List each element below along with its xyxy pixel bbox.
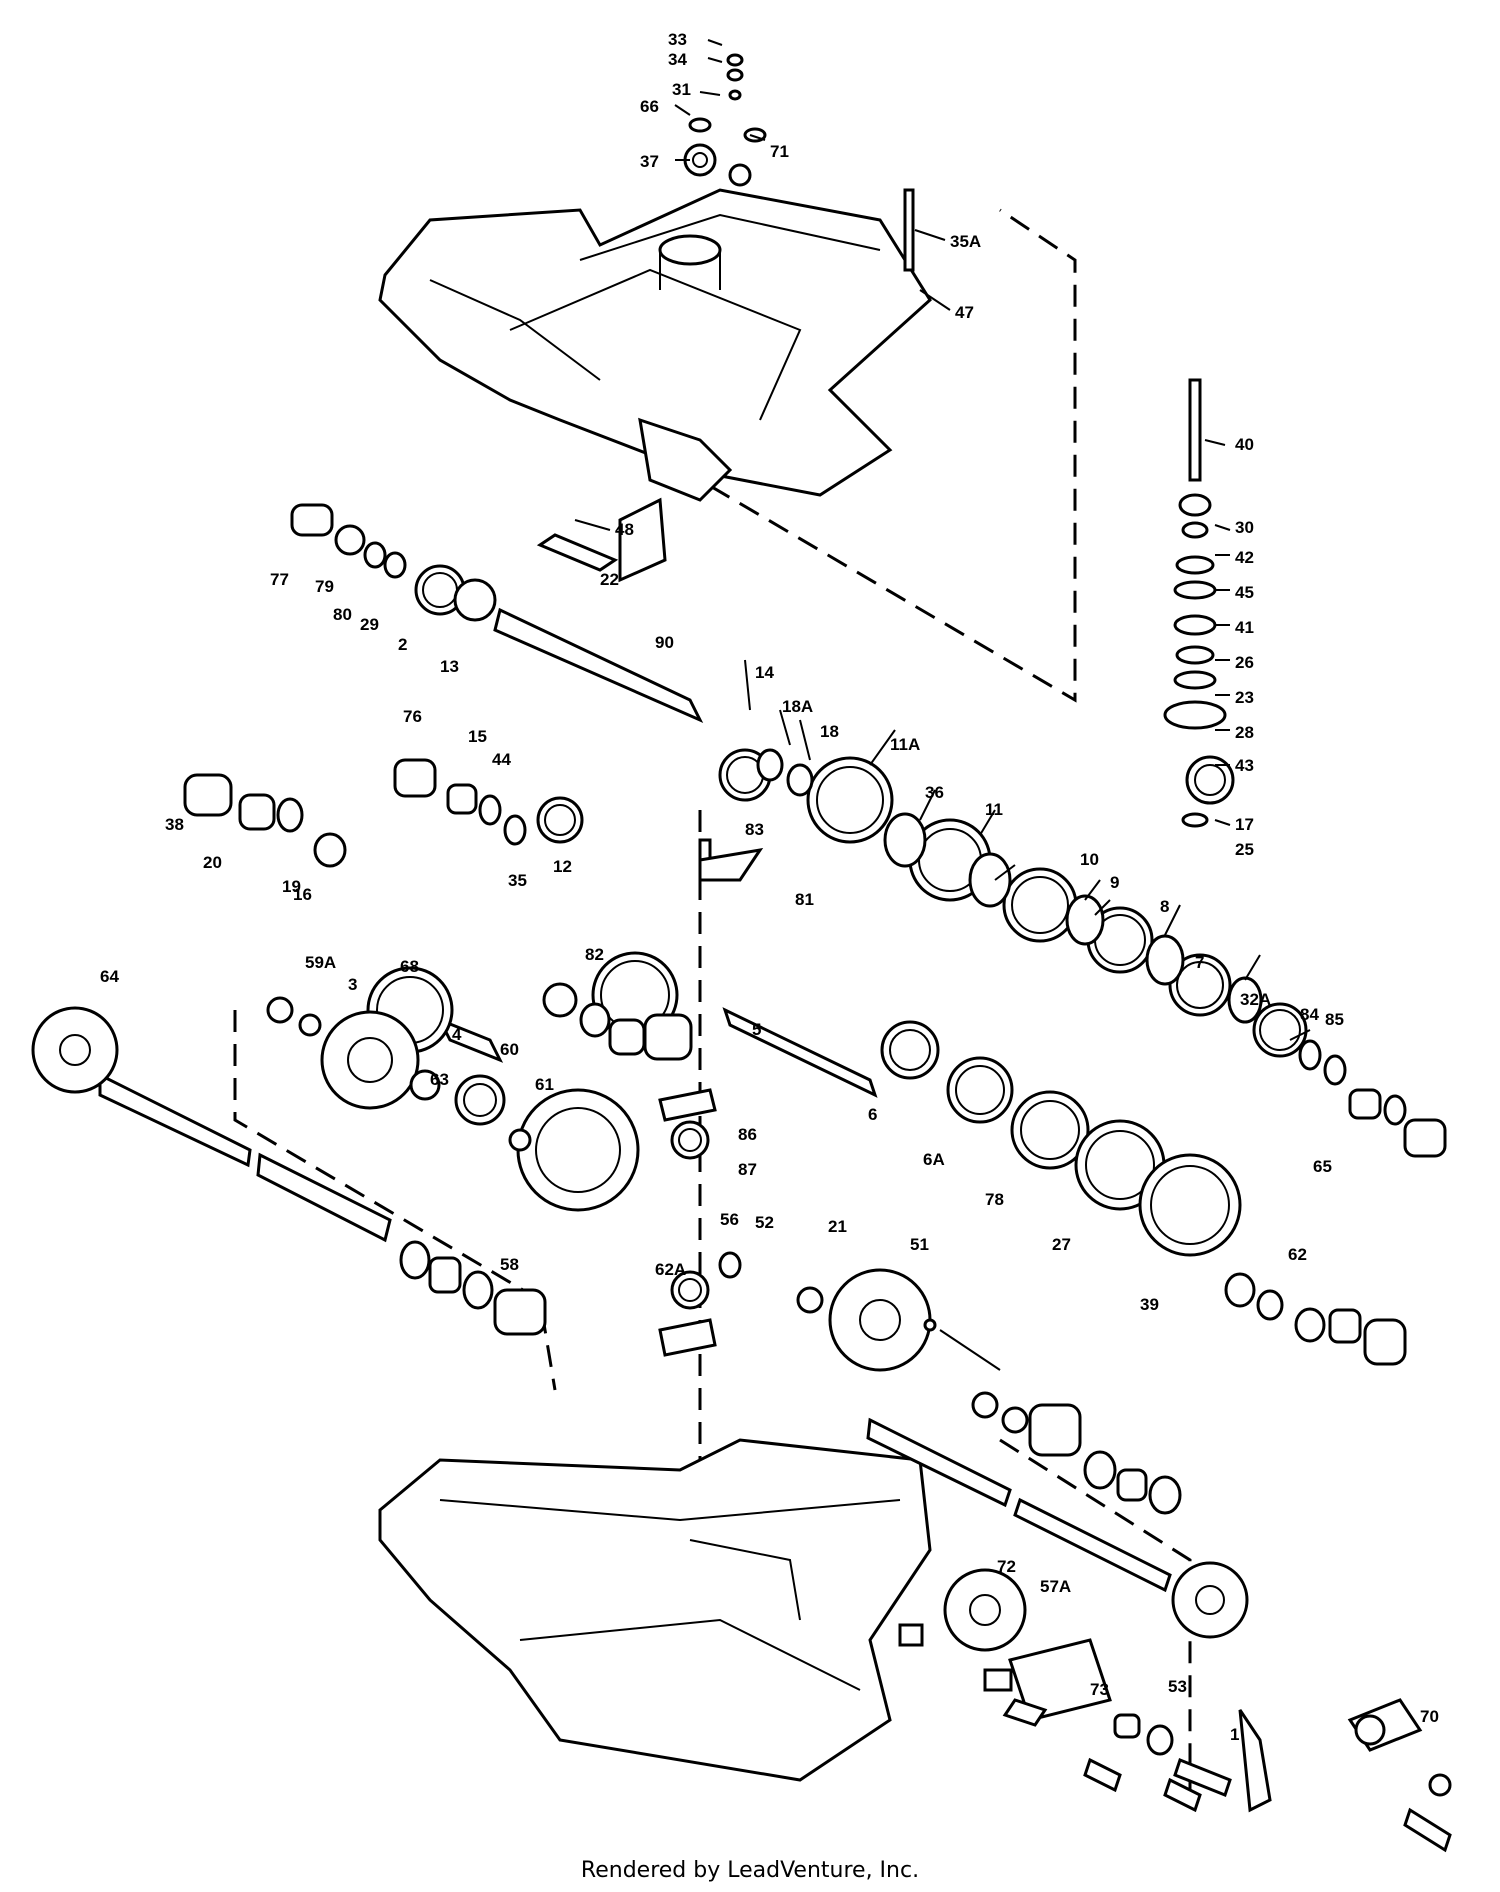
callout-label: 84 — [1300, 1005, 1319, 1024]
callout-label: 32A — [1240, 990, 1271, 1009]
callout-label: 18 — [820, 722, 839, 741]
callout-label: 36 — [925, 783, 944, 802]
callout-label: 28 — [1235, 723, 1254, 742]
callout-labels: 33 34 31 66 37 71 35A 47 40 48 30 42 45 … — [100, 30, 1439, 1744]
callout-label: 31 — [672, 80, 691, 99]
callout-label: 58 — [500, 1255, 519, 1274]
callout-label: 8 — [1160, 897, 1169, 916]
callout-label: 26 — [1235, 653, 1254, 672]
callout-label: 59A — [305, 953, 336, 972]
callout-label: 35A — [950, 232, 981, 251]
footer-credit: Rendered by LeadVenture, Inc. — [580, 1858, 920, 1883]
callout-label: 11A — [890, 735, 920, 754]
callout-label: 57A — [1040, 1577, 1071, 1596]
callout-label: 15 — [468, 727, 487, 746]
callout-label: 43 — [1235, 756, 1254, 775]
callout-label: 79 — [315, 577, 334, 596]
callout-label: 61 — [535, 1075, 554, 1094]
callout-label: 72 — [997, 1557, 1016, 1576]
callout-label: 41 — [1235, 618, 1254, 637]
callout-label: 40 — [1235, 435, 1254, 454]
callout-label: 73 — [1090, 1680, 1109, 1699]
assembly-dash-line-upper — [698, 208, 1077, 703]
differential-parts — [31, 417, 1423, 1813]
callout-label: 20 — [203, 853, 222, 872]
callout-label: 19 — [282, 877, 301, 896]
callout-label: 62 — [1288, 1245, 1307, 1264]
callout-label: 27 — [1052, 1235, 1071, 1254]
callout-label: 30 — [1235, 518, 1254, 537]
bearings-washers-bushings — [183, 53, 1452, 1853]
callout-label: 4 — [452, 1025, 462, 1044]
callout-label: 52 — [755, 1213, 774, 1232]
callout-label: 62A — [655, 1260, 686, 1279]
assembly-dash-line-right — [999, 1438, 1192, 1810]
callout-label: 90 — [655, 633, 674, 652]
lower-housing — [378, 1438, 932, 1782]
callout-label: 25 — [1235, 840, 1254, 859]
callout-label: 2 — [398, 635, 407, 654]
callout-label: 6 — [868, 1105, 877, 1124]
callout-label: 83 — [745, 820, 764, 839]
callout-label: 35 — [508, 871, 527, 890]
callout-label: 65 — [1313, 1157, 1332, 1176]
callout-label: 42 — [1235, 548, 1254, 567]
callout-label: 37 — [640, 152, 659, 171]
callout-label: 13 — [440, 657, 459, 676]
callout-label: 85 — [1325, 1010, 1344, 1029]
callout-label: 7 — [1195, 953, 1204, 972]
callout-label: 71 — [770, 142, 789, 161]
upper-housing — [378, 188, 932, 497]
shafts — [98, 378, 1202, 1593]
callout-label: 81 — [795, 890, 814, 909]
callout-label: 33 — [668, 30, 687, 49]
callout-label: 38 — [165, 815, 184, 834]
callout-label: 47 — [955, 303, 974, 322]
callout-label: 68 — [400, 957, 419, 976]
callout-label: 14 — [755, 663, 774, 682]
assembly-dash-line-left — [233, 1010, 557, 1391]
callout-label: 86 — [738, 1125, 757, 1144]
callout-label: 63 — [430, 1070, 449, 1089]
callout-label: 21 — [828, 1217, 847, 1236]
callout-label: 9 — [1110, 873, 1119, 892]
callout-label: 29 — [360, 615, 379, 634]
callout-label: 3 — [348, 975, 357, 994]
callout-label: 11 — [985, 800, 1003, 819]
callout-label: 23 — [1235, 688, 1254, 707]
callout-label: 78 — [985, 1190, 1004, 1209]
callout-label: 5 — [752, 1020, 761, 1039]
leader-lines — [574, 39, 1311, 1041]
gears — [366, 564, 1308, 1310]
callout-label: 18A — [782, 697, 813, 716]
callout-label: 66 — [640, 97, 659, 116]
callout-label: 17 — [1235, 815, 1254, 834]
callout-label: 64 — [100, 967, 119, 986]
callout-label: 60 — [500, 1040, 519, 1059]
callout-label: 87 — [738, 1160, 757, 1179]
callout-label: 6A — [923, 1150, 945, 1169]
callout-label: 70 — [1420, 1707, 1439, 1726]
callout-label: 51 — [910, 1235, 929, 1254]
callout-label: 45 — [1235, 583, 1254, 602]
callout-label: 76 — [403, 707, 422, 726]
callout-label: 77 — [270, 570, 289, 589]
callout-label: 39 — [1140, 1295, 1159, 1314]
callout-label: 34 — [668, 50, 687, 69]
callout-label: 22 — [600, 570, 619, 589]
callout-label: 80 — [333, 605, 352, 624]
callout-label: 16 — [293, 885, 312, 904]
callout-label: 48 — [615, 520, 634, 539]
callout-label: 44 — [492, 750, 511, 769]
callout-label: 10 — [1080, 850, 1099, 869]
callout-label: 1 — [1230, 1725, 1239, 1744]
callout-label: 53 — [1168, 1677, 1187, 1696]
callout-label: 82 — [585, 945, 604, 964]
callout-label: 56 — [720, 1210, 739, 1229]
callout-label: 12 — [553, 857, 572, 876]
